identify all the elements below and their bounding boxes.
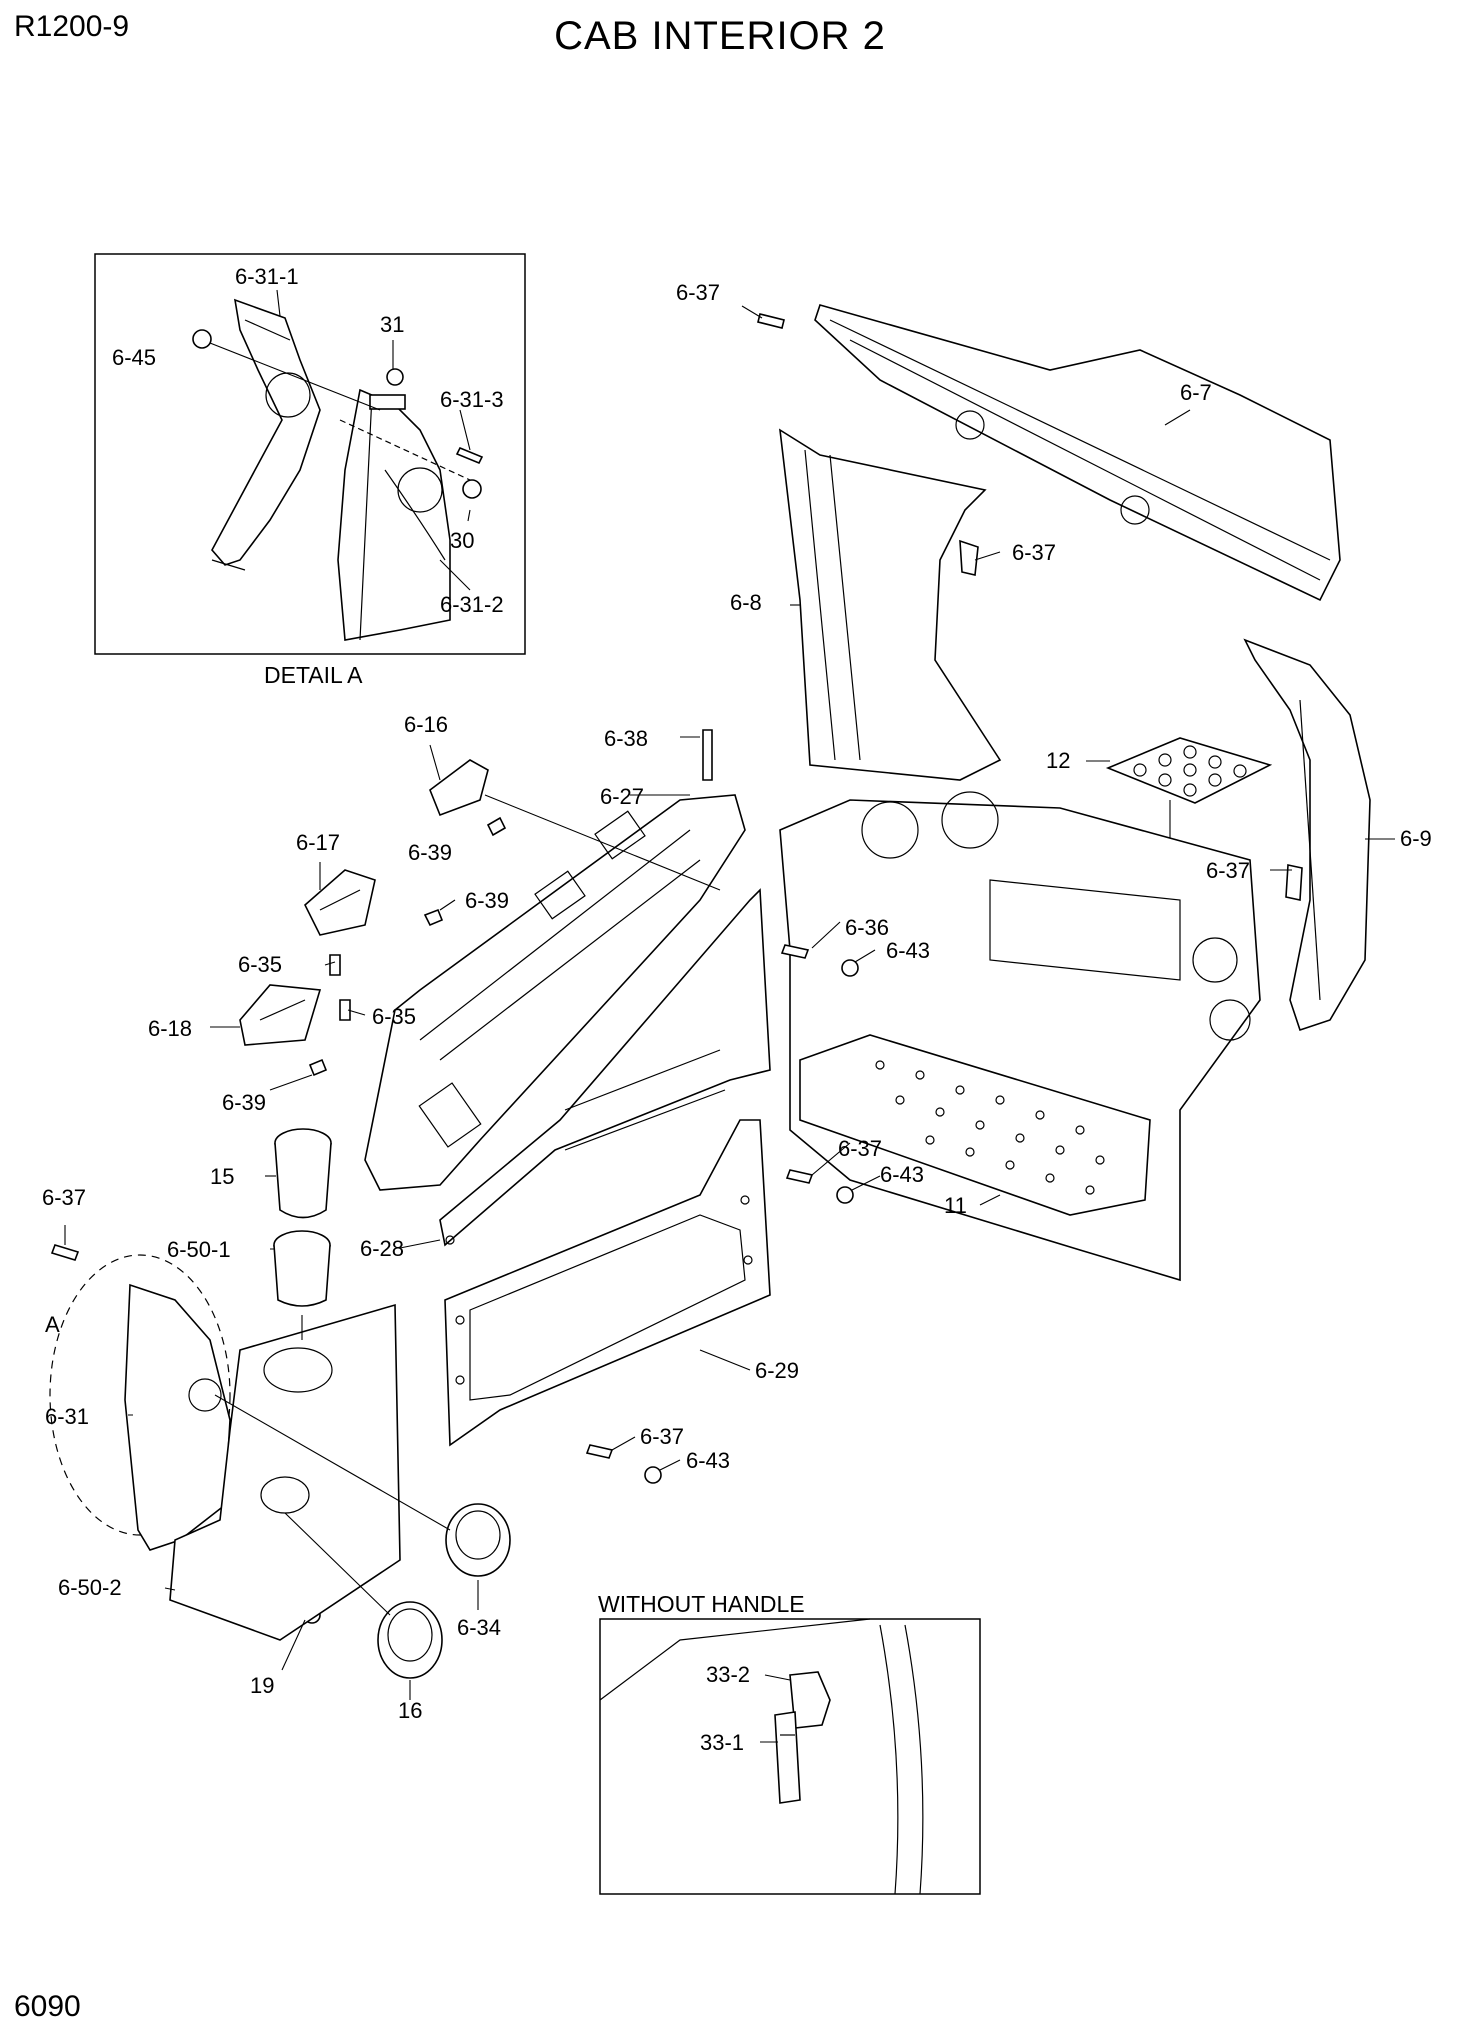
callout-6-50-1: 6-50-1 bbox=[167, 1237, 231, 1262]
floor-tray-11-part bbox=[799, 1034, 1151, 1216]
pillar-trim-left-part bbox=[211, 298, 321, 566]
callout-6-37-d: 6-37 bbox=[838, 1136, 882, 1161]
callout-6-37-f: 6-37 bbox=[640, 1424, 684, 1449]
callout-30: 30 bbox=[450, 528, 474, 553]
without-handle-panel bbox=[599, 1618, 981, 1895]
callout-6-39-a: 6-39 bbox=[408, 840, 452, 865]
callout-6-7: 6-7 bbox=[1180, 380, 1212, 405]
trim-6-31-part bbox=[124, 1283, 231, 1551]
callout-12: 12 bbox=[1046, 748, 1070, 773]
callout-6-45: 6-45 bbox=[112, 345, 156, 370]
side-panel-6-28-part bbox=[439, 888, 771, 1247]
callout-6-43-a: 6-43 bbox=[886, 938, 930, 963]
callout-6-35-a: 6-35 bbox=[238, 952, 282, 977]
callout-19: 19 bbox=[250, 1673, 274, 1698]
detail-a-frame bbox=[94, 253, 526, 655]
without-handle-caption: WITHOUT HANDLE bbox=[598, 1591, 805, 1617]
cup-holder-6-50-1-part bbox=[273, 1230, 331, 1307]
detail-a-caption: DETAIL A bbox=[264, 662, 363, 688]
callout-16: 16 bbox=[398, 1698, 422, 1723]
callout-6-8: 6-8 bbox=[730, 590, 762, 615]
callout-6-37-b: 6-37 bbox=[1012, 540, 1056, 565]
callout-33-1: 33-1 bbox=[700, 1730, 744, 1755]
screw-6-37-pillar bbox=[959, 539, 979, 576]
screw-6-37-top bbox=[757, 313, 785, 329]
pillar-6-9-part bbox=[1243, 638, 1371, 1032]
bracket-6-16-part bbox=[429, 759, 489, 817]
callout-6-37-e: 6-37 bbox=[42, 1185, 86, 1210]
callout-6-9: 6-9 bbox=[1400, 826, 1432, 851]
without-handle-frame bbox=[599, 1618, 981, 1895]
knob-16-part bbox=[377, 1601, 443, 1679]
knob-6-34-part bbox=[445, 1503, 511, 1577]
rear-storage-box-part bbox=[779, 791, 1261, 1282]
screw-6-37-right bbox=[1285, 864, 1303, 901]
callout-33-2: 33-2 bbox=[706, 1662, 750, 1687]
cap-6-45 bbox=[192, 329, 212, 349]
pillar-6-8-part bbox=[779, 428, 1002, 781]
leader-lines bbox=[64, 305, 1395, 1743]
page-title: CAB INTERIOR 2 bbox=[554, 14, 886, 58]
callout-6-39-c: 6-39 bbox=[222, 1090, 266, 1115]
callout-6-39-b: 6-39 bbox=[465, 888, 509, 913]
bracket-6-18-part bbox=[239, 984, 322, 1046]
callout-6-37-a: 6-37 bbox=[676, 280, 720, 305]
detail-a-marker-label: A bbox=[45, 1312, 60, 1337]
callout-labels: 6-31-1 31 6-45 6-31-3 30 6-31-2 6-37 6-7… bbox=[42, 264, 1432, 1755]
cup-holder-15-part bbox=[274, 1128, 332, 1219]
callout-6-35-b: 6-35 bbox=[372, 1004, 416, 1029]
callout-31: 31 bbox=[380, 312, 404, 337]
detail-a-panel bbox=[94, 253, 526, 655]
bracket-6-17-part bbox=[304, 869, 376, 936]
callout-6-18: 6-18 bbox=[148, 1016, 192, 1041]
side-panel-6-29-part bbox=[444, 1119, 771, 1447]
callout-6-43-c: 6-43 bbox=[686, 1448, 730, 1473]
callout-6-28: 6-28 bbox=[360, 1236, 404, 1261]
handle-33-1-part bbox=[774, 1711, 801, 1804]
callout-6-37-c: 6-37 bbox=[1206, 858, 1250, 883]
bolt-6-38 bbox=[702, 729, 713, 781]
callout-6-34: 6-34 bbox=[457, 1615, 501, 1640]
callout-6-29: 6-29 bbox=[755, 1358, 799, 1383]
pillar-trim-right-part bbox=[337, 388, 451, 641]
callout-15: 15 bbox=[210, 1164, 234, 1189]
console-6-27-part bbox=[364, 729, 746, 1191]
cap-31 bbox=[386, 368, 404, 386]
callout-6-38: 6-38 bbox=[604, 726, 648, 751]
callout-6-36: 6-36 bbox=[845, 915, 889, 940]
callout-6-43-b: 6-43 bbox=[880, 1162, 924, 1187]
page-number: 6090 bbox=[14, 1990, 81, 2023]
cap-30 bbox=[462, 479, 482, 499]
callout-6-16: 6-16 bbox=[404, 712, 448, 737]
screw-6-31-3 bbox=[455, 446, 484, 465]
callout-6-31-3: 6-31-3 bbox=[440, 387, 504, 412]
callout-6-31-2: 6-31-2 bbox=[440, 592, 504, 617]
detail-a-marker bbox=[49, 1254, 231, 1536]
callout-6-50-2: 6-50-2 bbox=[58, 1575, 122, 1600]
clip-part bbox=[369, 394, 406, 410]
callout-6-31-1: 6-31-1 bbox=[235, 264, 299, 289]
model-number: R1200-9 bbox=[14, 10, 130, 43]
panel-6-50-2-part bbox=[169, 1303, 401, 1641]
callout-6-27: 6-27 bbox=[600, 784, 644, 809]
callout-6-31: 6-31 bbox=[45, 1404, 89, 1429]
callout-11: 11 bbox=[944, 1193, 967, 1218]
callout-6-17: 6-17 bbox=[296, 830, 340, 855]
roof-rail-6-7-part bbox=[757, 304, 1341, 602]
